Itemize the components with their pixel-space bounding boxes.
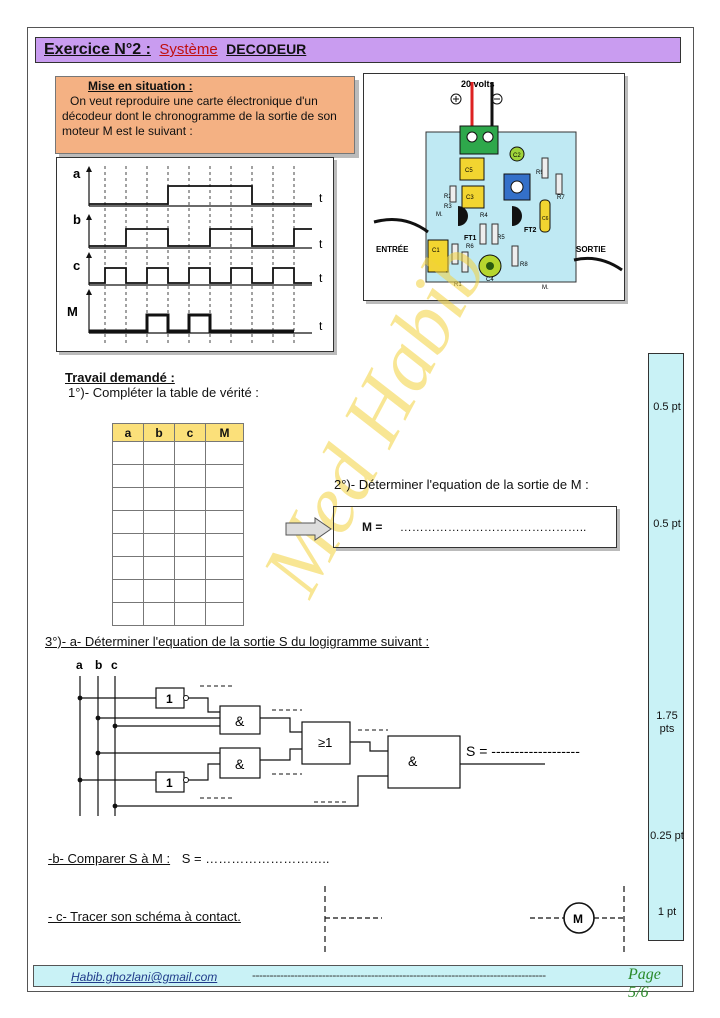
question-2: 2°)- Déterminer l'equation de la sortie … — [334, 477, 589, 492]
signal-c-label: c — [73, 258, 80, 273]
table-row — [112, 464, 244, 488]
exercise-number: Exercice N°2 : — [44, 41, 151, 58]
comp-m2: M. — [542, 285, 549, 291]
system-label: Système — [159, 41, 218, 58]
table-row — [112, 441, 244, 465]
logic-diagram: a b c 1 & & 1 ≥1 & — [76, 658, 580, 816]
table-row — [112, 510, 244, 534]
time-label-b: t — [319, 237, 323, 251]
table-row — [112, 487, 244, 511]
s-output-label: S = ------------------- — [466, 743, 580, 759]
score-q3a: 1.75 pts — [656, 710, 678, 735]
comp-c5: C5 — [465, 168, 473, 174]
output-label: SORTIE — [576, 245, 606, 254]
input-b-label: b — [95, 658, 102, 672]
footer: Habib.ghozlani@gmail.com ---------------… — [33, 965, 683, 1001]
and-gate-1-label: & — [235, 713, 245, 729]
question-3b: -b- Comparer S à M : S = ……………………….. — [48, 851, 329, 866]
and-gate-2 — [219, 747, 261, 779]
pcb — [425, 131, 577, 283]
chronogram: a b c M t t t t — [56, 157, 334, 352]
question-1: 1°)- Compléter la table de vérité : — [68, 385, 259, 400]
time-label-m: t — [319, 319, 323, 333]
score-q2: 0.5 pt — [653, 518, 681, 530]
comp-r8: R8 — [520, 262, 528, 268]
signal-b-label: b — [73, 212, 81, 227]
tt-header-a: a — [112, 423, 144, 442]
comp-ft1: FT1 — [464, 235, 477, 242]
chronogram-svg: a b c M t t t t — [67, 166, 323, 346]
plus-terminal-icon — [450, 93, 462, 105]
footer-dashes: ----------------------------------------… — [252, 968, 546, 982]
input-label: ENTRÉE — [376, 245, 409, 254]
circuit-board-illustration: 20 volts C5 C2 C3 R2 R3 R9 R7 M. R4 FT1 … — [363, 73, 625, 301]
comp-r3: R3 — [444, 204, 452, 210]
tt-header-b: b — [143, 423, 175, 442]
work-heading: Travail demandé : — [65, 370, 175, 385]
and-gate-1 — [219, 705, 261, 735]
or-gate-label: ≥1 — [318, 735, 332, 750]
system-name: DECODEUR — [226, 41, 307, 57]
table-row — [112, 602, 244, 626]
supply-label: 20 volts — [461, 79, 495, 89]
comp-r5: R5 — [497, 235, 505, 241]
time-label-a: t — [319, 191, 323, 205]
situation-box: Mise en situation : On veut reproduire u… — [55, 76, 355, 154]
question-3a: 3°)- a- Déterminer l'equation de la sort… — [45, 634, 430, 649]
score-q3c: 1 pt — [657, 906, 677, 918]
comp-c2: C2 — [513, 153, 521, 159]
and-gate-2-label: & — [235, 756, 245, 772]
not-gate-bottom-label: 1 — [166, 776, 173, 790]
contact-schema: M — [324, 886, 625, 952]
comp-ft2: FT2 — [524, 227, 537, 234]
comp-r2: R2 — [444, 194, 452, 200]
exercise-title-bar: Exercice N°2 : Système DECODEUR — [35, 37, 681, 63]
time-label-c: t — [319, 271, 323, 285]
input-c-label: c — [111, 658, 118, 672]
trim-pot — [503, 173, 531, 201]
question-3c: - c- Tracer son schéma à contact. — [48, 909, 241, 924]
comp-r6: R6 — [466, 244, 474, 250]
comp-c4: C4 — [486, 277, 494, 283]
question-3b-label: -b- Comparer S à M : — [48, 851, 171, 866]
situation-body: On veut reproduire une carte électroniqu… — [62, 94, 337, 138]
or-gate — [301, 721, 351, 765]
board-svg: 20 volts C5 C2 C3 R2 R3 R9 R7 M. R4 FT1 … — [373, 79, 623, 291]
score-q3b: 0.25 pt — [650, 830, 684, 842]
situation-heading: Mise en situation : — [88, 79, 193, 93]
not-gate-top-label: 1 — [166, 692, 173, 706]
m-equation-label: M = — [362, 520, 383, 534]
tt-header-m: M — [205, 423, 244, 442]
motor-label: M — [573, 912, 583, 926]
m-equation-box[interactable]: M = ……………………………………….. — [333, 506, 617, 548]
comp-m1: M. — [436, 212, 443, 218]
table-row — [112, 533, 244, 557]
page-number: Page 5/6 — [628, 966, 661, 1001]
m-equation-dots: ……………………………………….. — [399, 520, 587, 534]
score-column: 0.5 pt 0.5 pt 1.75 pts 0.25 pt 1 pt — [648, 353, 684, 941]
comp-r1: R1 — [454, 282, 462, 288]
question-3b-answer[interactable]: S = ……………………….. — [181, 851, 330, 866]
signal-m-label: M — [67, 304, 78, 319]
page-frame — [27, 27, 694, 992]
comp-c3: C3 — [466, 195, 474, 201]
signal-a-label: a — [73, 166, 81, 181]
comp-c6: C6 — [542, 216, 549, 222]
tt-header-c: c — [174, 423, 206, 442]
and-gate-final-label: & — [408, 753, 418, 769]
score-q1: 0.5 pt — [653, 401, 681, 413]
footer-email[interactable]: Habib.ghozlani@gmail.com — [71, 970, 218, 984]
and-gate-final — [387, 735, 461, 789]
comp-c1: C1 — [432, 248, 440, 254]
comp-r4: R4 — [480, 213, 488, 219]
table-row — [112, 579, 244, 603]
truth-table: a b c M — [112, 423, 244, 626]
comp-r7: R7 — [557, 195, 565, 201]
comp-r9: R9 — [536, 170, 544, 176]
table-row — [112, 556, 244, 580]
input-a-label: a — [76, 658, 83, 672]
arrow-icon — [285, 517, 332, 541]
